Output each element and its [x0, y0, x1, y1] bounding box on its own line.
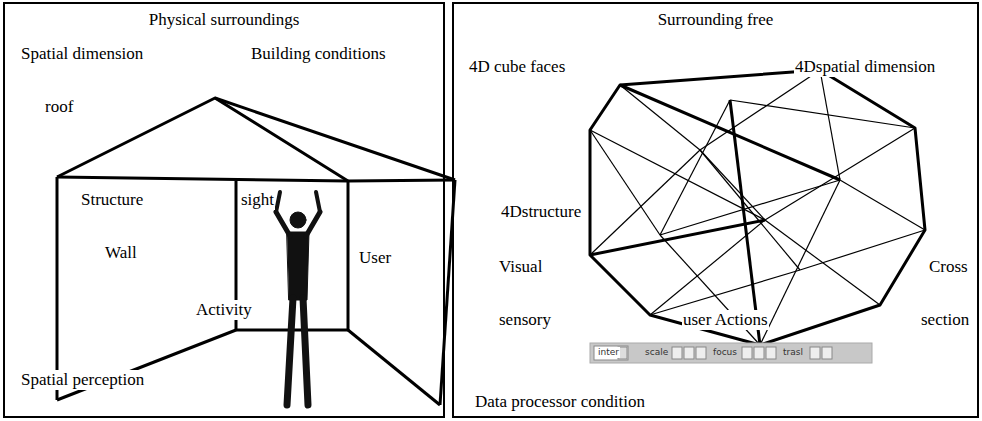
control-label: trasl — [782, 347, 804, 358]
person-silhouette — [276, 192, 320, 405]
part-label: section — [920, 310, 970, 330]
part-label: user Actions — [682, 310, 769, 330]
part-label: User — [358, 248, 392, 268]
part-label: sight — [240, 190, 275, 210]
part-label: Activity — [195, 300, 253, 320]
polytope-inner-edges — [590, 70, 925, 345]
part-label: Cross — [928, 257, 969, 277]
panel-title: Surrounding free — [454, 10, 977, 30]
part-label: Visual — [498, 257, 543, 277]
part-label: sensory — [498, 310, 552, 330]
part-label: 4D cube faces — [468, 57, 566, 77]
panel-frame: Physical surroundings — [3, 2, 445, 418]
dimension-label: 4Dspatial dimension — [794, 57, 936, 77]
control-label: focus — [712, 347, 738, 358]
perception-label: Spatial perception — [20, 370, 145, 390]
control-bar — [590, 343, 872, 363]
condition-label: Data processor condition — [474, 392, 646, 412]
panel-title: Physical surroundings — [5, 10, 443, 30]
part-label: roof — [44, 97, 74, 117]
house-frame — [57, 98, 455, 405]
polytope-outer-edges — [590, 70, 925, 345]
part-label: Structure — [80, 190, 144, 210]
part-label: Wall — [104, 243, 138, 263]
part-label: 4Dstructure — [500, 202, 582, 222]
control-label: scale — [644, 347, 669, 358]
dimension-label: Spatial dimension — [20, 44, 144, 64]
condition-label: Building conditions — [250, 44, 387, 64]
control-label: inter — [597, 347, 620, 358]
